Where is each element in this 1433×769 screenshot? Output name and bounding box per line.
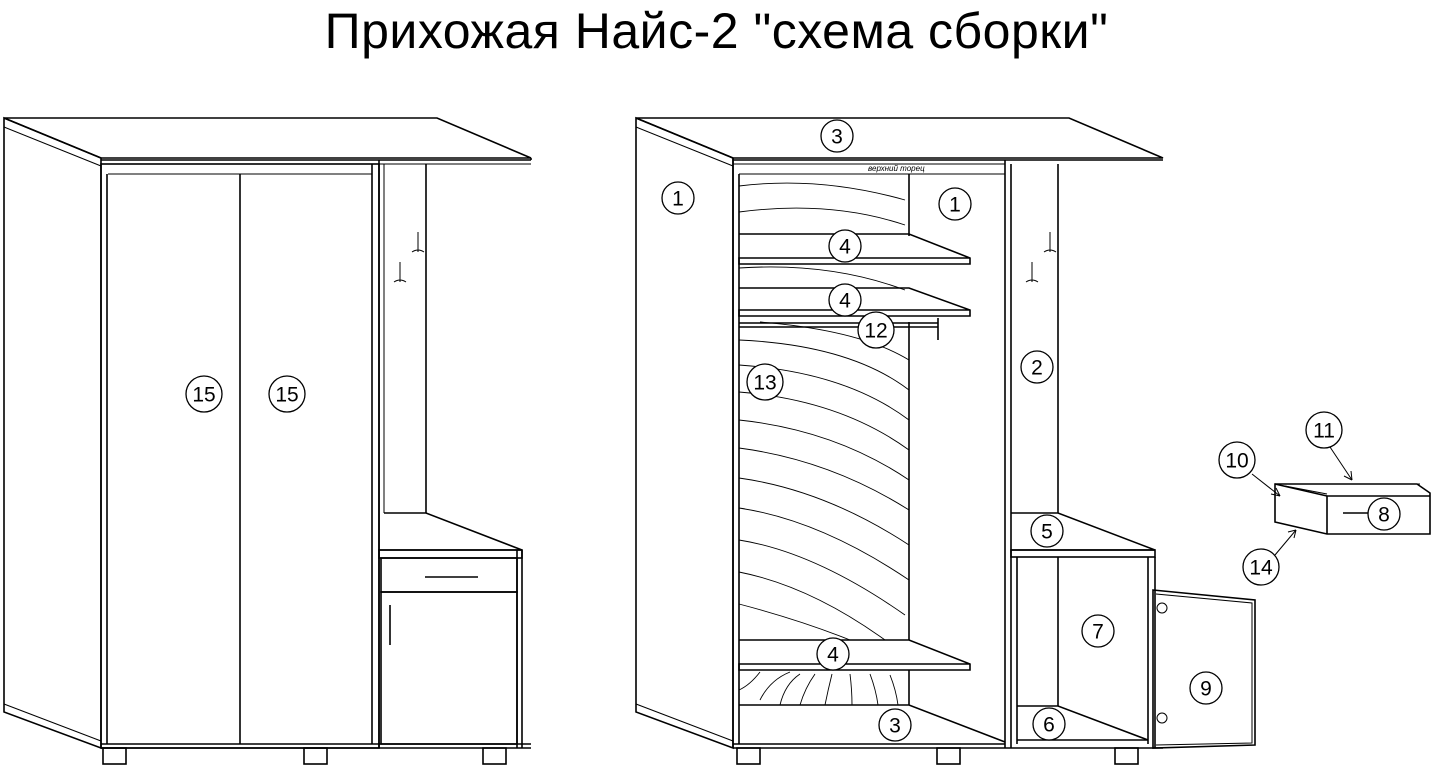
callout-circle [816,637,850,671]
callout-side-inner: 1 [938,187,972,221]
top-edge-note: верхний торец [868,164,925,173]
callout-number: 4 [827,644,839,667]
coat-hook-icon [1025,262,1039,283]
arrow [1329,446,1353,481]
callout-number: 10 [1225,450,1248,473]
callout-number: 11 [1313,420,1335,443]
left-top-slab [3,117,532,159]
diagram-title: Прихожая Найс-2 "схема сборки" [324,3,1109,59]
callout-drawer-back: 11 [1305,411,1343,449]
callout-circle [828,283,862,317]
back-panel-wood-grain [738,182,910,706]
coat-hook-icon [411,232,425,253]
callout-cabinet-side: 7 [1081,614,1115,648]
callout-shelf-3: 4 [816,637,850,671]
left-side-panel [3,116,102,750]
callout-circle [1020,350,1054,384]
callout-circle [1081,614,1115,648]
callout-number: 3 [889,715,901,738]
assembled-hallway [3,116,532,765]
leg [936,747,961,765]
callout-drawer-side: 10 [1218,441,1256,479]
callout-number: 9 [1200,678,1212,701]
callout-number: 4 [839,236,851,259]
bottom-panel [739,704,1006,743]
leg [303,747,328,765]
callout-top: 3 [820,119,854,153]
callout-number: 14 [1249,557,1273,580]
callout-drawer-bottom: 14 [1242,548,1280,586]
callout-number: 15 [192,384,215,407]
drawer-exploded [1251,446,1431,556]
coat-hook-icon [393,262,407,283]
callout-circle [878,708,912,742]
exploded-hallway: верхний торец [635,116,1256,765]
callout-number: 8 [1378,504,1390,527]
callout-circle [1032,707,1066,741]
callout-left-door-b: 15 [268,375,306,413]
callout-circle [857,311,895,349]
leg [736,747,761,765]
callout-number: 5 [1041,521,1053,544]
hinge [1156,602,1168,614]
callout-shelf-2: 4 [828,283,862,317]
callout-number: 7 [1092,621,1104,644]
shelf [738,639,971,671]
callout-cabinet-top: 5 [1030,514,1064,548]
callout-circle [828,229,862,263]
callout-circle [746,363,784,401]
callout-circle [1242,548,1280,586]
callout-left-door-a: 15 [185,375,223,413]
callout-circle [938,187,972,221]
callout-bottom: 3 [878,708,912,742]
left-drawer-front [380,557,518,593]
left-cabinet-door [380,591,518,745]
leg [482,747,507,765]
callout-number: 1 [672,188,684,211]
leg [1114,747,1139,765]
callout-number: 15 [275,384,298,407]
callout-circle [661,181,695,215]
right-top-slab [635,117,1164,159]
callout-circle [1367,497,1401,531]
coat-hook-icon [1043,232,1057,253]
callout-number: 12 [864,320,887,343]
leg [102,747,127,765]
arrow [1274,529,1297,556]
callout-circle [1305,411,1343,449]
shelf [738,233,971,265]
callout-cabinet-bottom: 6 [1032,707,1066,741]
hinge [1156,712,1168,724]
callout-number: 6 [1043,714,1055,737]
callout-circle [820,119,854,153]
callout-side-outer: 1 [661,181,695,215]
cabinet-door-open [1152,589,1256,749]
callout-circle [268,375,306,413]
callout-circle [1218,441,1256,479]
callout-number: 4 [839,290,851,313]
callout-circle [185,375,223,413]
callout-number: 2 [1031,357,1043,380]
callout-rail: 12 [857,311,895,349]
callout-back: 13 [746,363,784,401]
callout-circle [1189,671,1223,705]
callout-drawer-front: 8 [1367,497,1401,531]
callout-number: 1 [949,194,961,217]
callout-cabinet-door: 9 [1189,671,1223,705]
callout-number: 3 [831,126,843,149]
callout-number: 13 [753,372,776,395]
callout-panel: 2 [1020,350,1054,384]
shelf [738,287,971,317]
callout-circle [1030,514,1064,548]
callout-shelf-1: 4 [828,229,862,263]
arrow [1251,473,1281,497]
